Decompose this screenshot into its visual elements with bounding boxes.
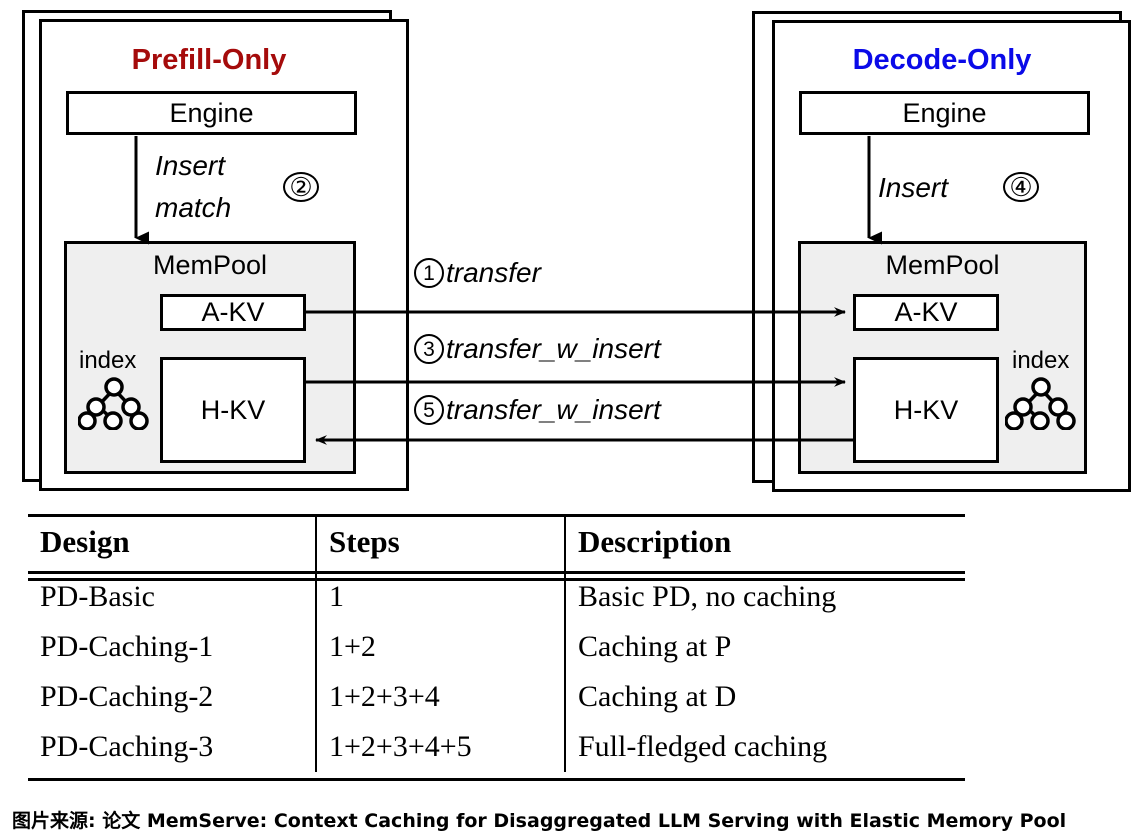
cell-description: Caching at P	[564, 622, 965, 672]
cell-steps: 1+2+3+4	[315, 672, 565, 722]
right-panel-title: Decode-Only	[852, 44, 1032, 76]
right-step-badge: ④	[1003, 172, 1039, 202]
left-engine-label: Engine	[169, 97, 254, 128]
table-rule-mid-1	[28, 572, 965, 574]
transfer-5-number: 5	[414, 395, 444, 425]
transfer-3-number: 3	[414, 334, 444, 364]
table-row[interactable]: PD-Caching-1 1+2 Caching at P	[28, 622, 965, 672]
table-row[interactable]: PD-Caching-2 1+2+3+4 Caching at D	[28, 672, 965, 722]
table-header-design: Design	[40, 523, 130, 559]
cell-design: PD-Caching-3	[40, 729, 214, 763]
cell-steps: 1+2+3+4+5	[315, 722, 565, 772]
cell-description: Full-fledged caching	[564, 722, 965, 772]
right-akv-box[interactable]: A-KV	[853, 294, 999, 331]
left-op-match: match	[155, 192, 232, 223]
table-header-steps: Steps	[315, 514, 565, 572]
right-mempool-label: MemPool	[885, 250, 1000, 280]
table-header-description: Description	[564, 514, 965, 572]
table-body: PD-Basic 1 Basic PD, no caching PD-Cachi…	[28, 572, 965, 772]
right-index-tree-icon	[1004, 376, 1077, 435]
transfer-1-number: 1	[414, 258, 444, 288]
table-header-row: Design Steps Description	[28, 514, 965, 572]
left-hkv-box[interactable]: H-KV	[160, 357, 306, 463]
left-akv-box[interactable]: A-KV	[160, 294, 306, 331]
right-hkv-box[interactable]: H-KV	[853, 357, 999, 463]
right-akv-label: A-KV	[894, 297, 958, 327]
right-engine-box[interactable]: Engine	[799, 91, 1090, 135]
right-op-insert: Insert	[878, 172, 949, 203]
table-rule-top	[28, 514, 965, 517]
left-index-label: index	[79, 347, 137, 374]
table-rule-mid-2	[28, 578, 965, 581]
left-step-badge: ②	[283, 172, 319, 202]
cell-steps: 1+2	[315, 622, 565, 672]
left-op-insert: Insert	[155, 150, 226, 181]
source-caption: 图片来源: 论文 MemServe: Context Caching for D…	[12, 810, 1067, 832]
right-index-label: index	[1012, 347, 1070, 374]
right-engine-label: Engine	[902, 97, 987, 128]
transfer-3-text: transfer_w_insert	[446, 333, 661, 364]
design-table: Design Steps Description PD-Basic 1 Basi…	[28, 514, 965, 772]
left-engine-box[interactable]: Engine	[66, 91, 357, 135]
transfer-5-text: transfer_w_insert	[446, 394, 661, 425]
transfer-1-text: transfer	[446, 257, 541, 288]
left-mempool-label: MemPool	[152, 250, 268, 280]
left-hkv-label: H-KV	[200, 394, 266, 425]
design-table-wrap: Design Steps Description PD-Basic 1 Basi…	[28, 514, 965, 781]
table-row[interactable]: PD-Basic 1 Basic PD, no caching	[28, 572, 965, 622]
cell-design: PD-Basic	[40, 580, 155, 614]
table-row[interactable]: PD-Caching-3 1+2+3+4+5 Full-fledged cach…	[28, 722, 965, 772]
right-hkv-label: H-KV	[893, 394, 959, 425]
table-head: Design Steps Description	[28, 514, 965, 572]
cell-design: PD-Caching-2	[40, 679, 214, 713]
cell-description: Caching at D	[564, 672, 965, 722]
left-index-tree-icon	[77, 376, 150, 435]
left-akv-label: A-KV	[201, 297, 265, 327]
left-panel-title: Prefill-Only	[131, 44, 287, 76]
cell-design: PD-Caching-1	[40, 629, 214, 663]
table-rule-bottom	[28, 778, 965, 781]
